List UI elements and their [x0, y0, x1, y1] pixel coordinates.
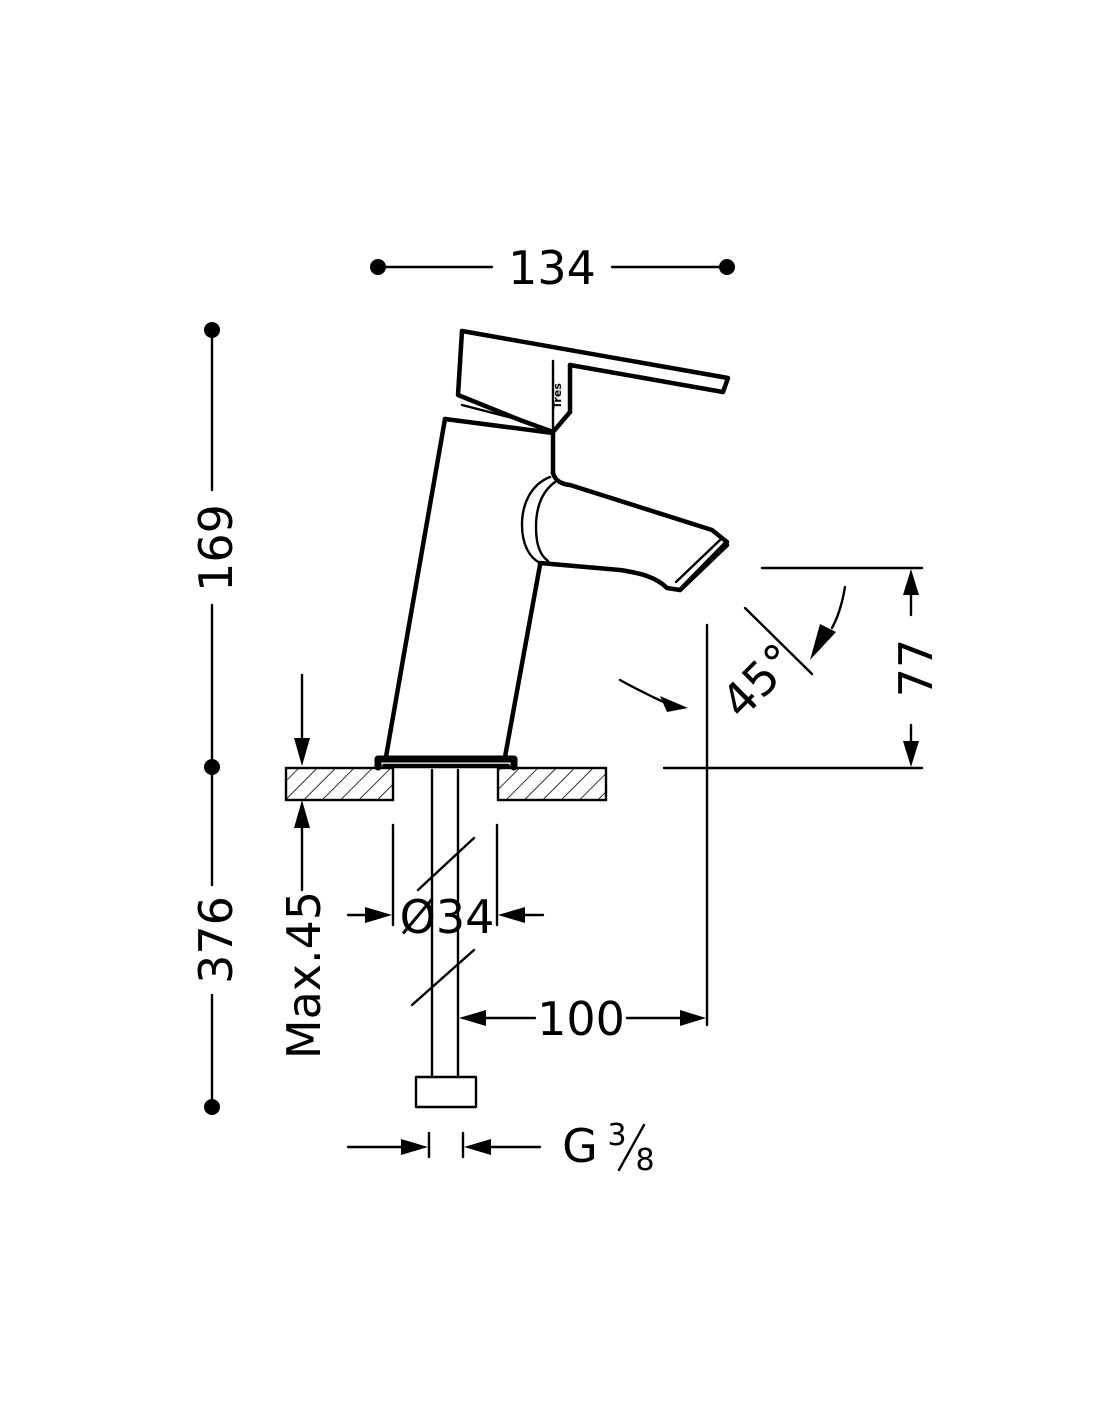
- faucet-body: [374, 416, 556, 771]
- thread-dimension: G 3 8: [346, 1118, 655, 1178]
- angle-dimension: 45°: [618, 585, 847, 729]
- width-dimension: 134: [370, 241, 735, 295]
- spout: [520, 470, 730, 593]
- spout-height-label: 169: [189, 504, 243, 592]
- deck-surface: [284, 766, 608, 802]
- deck-thickness-dimension: Max.45: [277, 673, 331, 1059]
- thread-label-denominator: 8: [635, 1143, 654, 1178]
- brand-logo: Tres: [551, 383, 564, 409]
- reach-dimension: 100: [459, 623, 709, 1046]
- total-height-label: 376: [189, 896, 243, 984]
- diameter-dimension: Ø34: [346, 823, 545, 944]
- spout-height-77-label: 77: [889, 639, 943, 698]
- spout-height-dimension: 77: [662, 566, 943, 770]
- reach-label: 100: [537, 992, 625, 1046]
- height-dimensions: 169 376: [189, 322, 243, 1115]
- deck-thickness-label: Max.45: [277, 891, 331, 1059]
- width-label: 134: [508, 241, 596, 295]
- lever-handle: Tres: [455, 328, 731, 435]
- diameter-label: Ø34: [400, 890, 495, 944]
- angle-label: 45°: [711, 633, 807, 729]
- thread-label-g: G: [562, 1119, 598, 1173]
- thread-label-numerator: 3: [607, 1118, 626, 1153]
- supply-hose: [410, 768, 478, 1109]
